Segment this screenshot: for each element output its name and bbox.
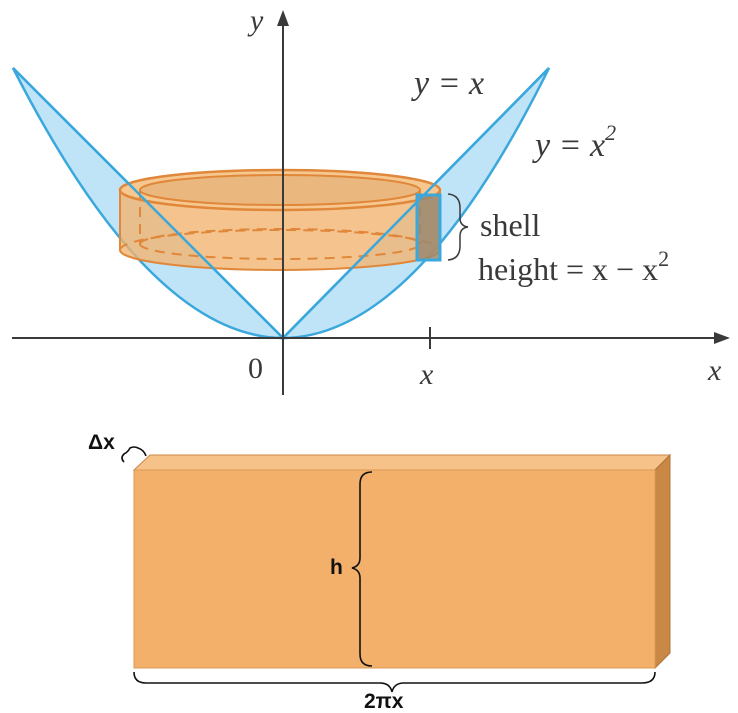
y-axis-label: y (247, 4, 264, 37)
x-axis-arrow (714, 332, 730, 344)
slab-height-label: h (330, 556, 343, 579)
parabola-equation-exponent: 2 (605, 120, 616, 145)
parabola-equation-base: y = x (532, 127, 605, 164)
slab-thickness-brace (121, 446, 147, 463)
height-label: height = x − x2 (478, 246, 669, 287)
shell-height-brace (447, 193, 469, 261)
slab-top-face (132, 454, 672, 471)
line-equation-label: y = x (411, 65, 484, 102)
shell-hidden-edge-inner (139, 228, 421, 245)
parabola-equation-label: y = x2 (532, 120, 616, 164)
shell-strip (415, 193, 442, 262)
slab-height-brace (351, 471, 373, 667)
slab-thickness-label: Δx (88, 431, 115, 454)
x-tick-label: x (419, 358, 434, 391)
y-axis-arrow (277, 10, 289, 26)
height-label-base: height = x − x (478, 251, 658, 287)
curve-y-equals-x-right (282, 67, 550, 339)
shell-graph: y x 0 x y = x y = x2 shell height = x − … (11, 4, 730, 395)
shell-hidden-inner-bottom (139, 243, 421, 260)
slab-side-face (654, 453, 671, 670)
x-axis-label: x (707, 354, 722, 387)
shell-label: shell (480, 207, 541, 243)
curve-y-equals-x-left (12, 67, 284, 339)
origin-label: 0 (248, 352, 263, 385)
unrolled-shell-slab: h 2πx Δx (88, 431, 672, 713)
slab-length-label: 2πx (364, 690, 404, 713)
shell-inner-rim (139, 174, 421, 206)
height-label-exponent: 2 (658, 246, 669, 271)
slab-length-brace (133, 671, 656, 693)
slab-front-face (133, 469, 656, 669)
cylindrical-shell (118, 168, 442, 271)
